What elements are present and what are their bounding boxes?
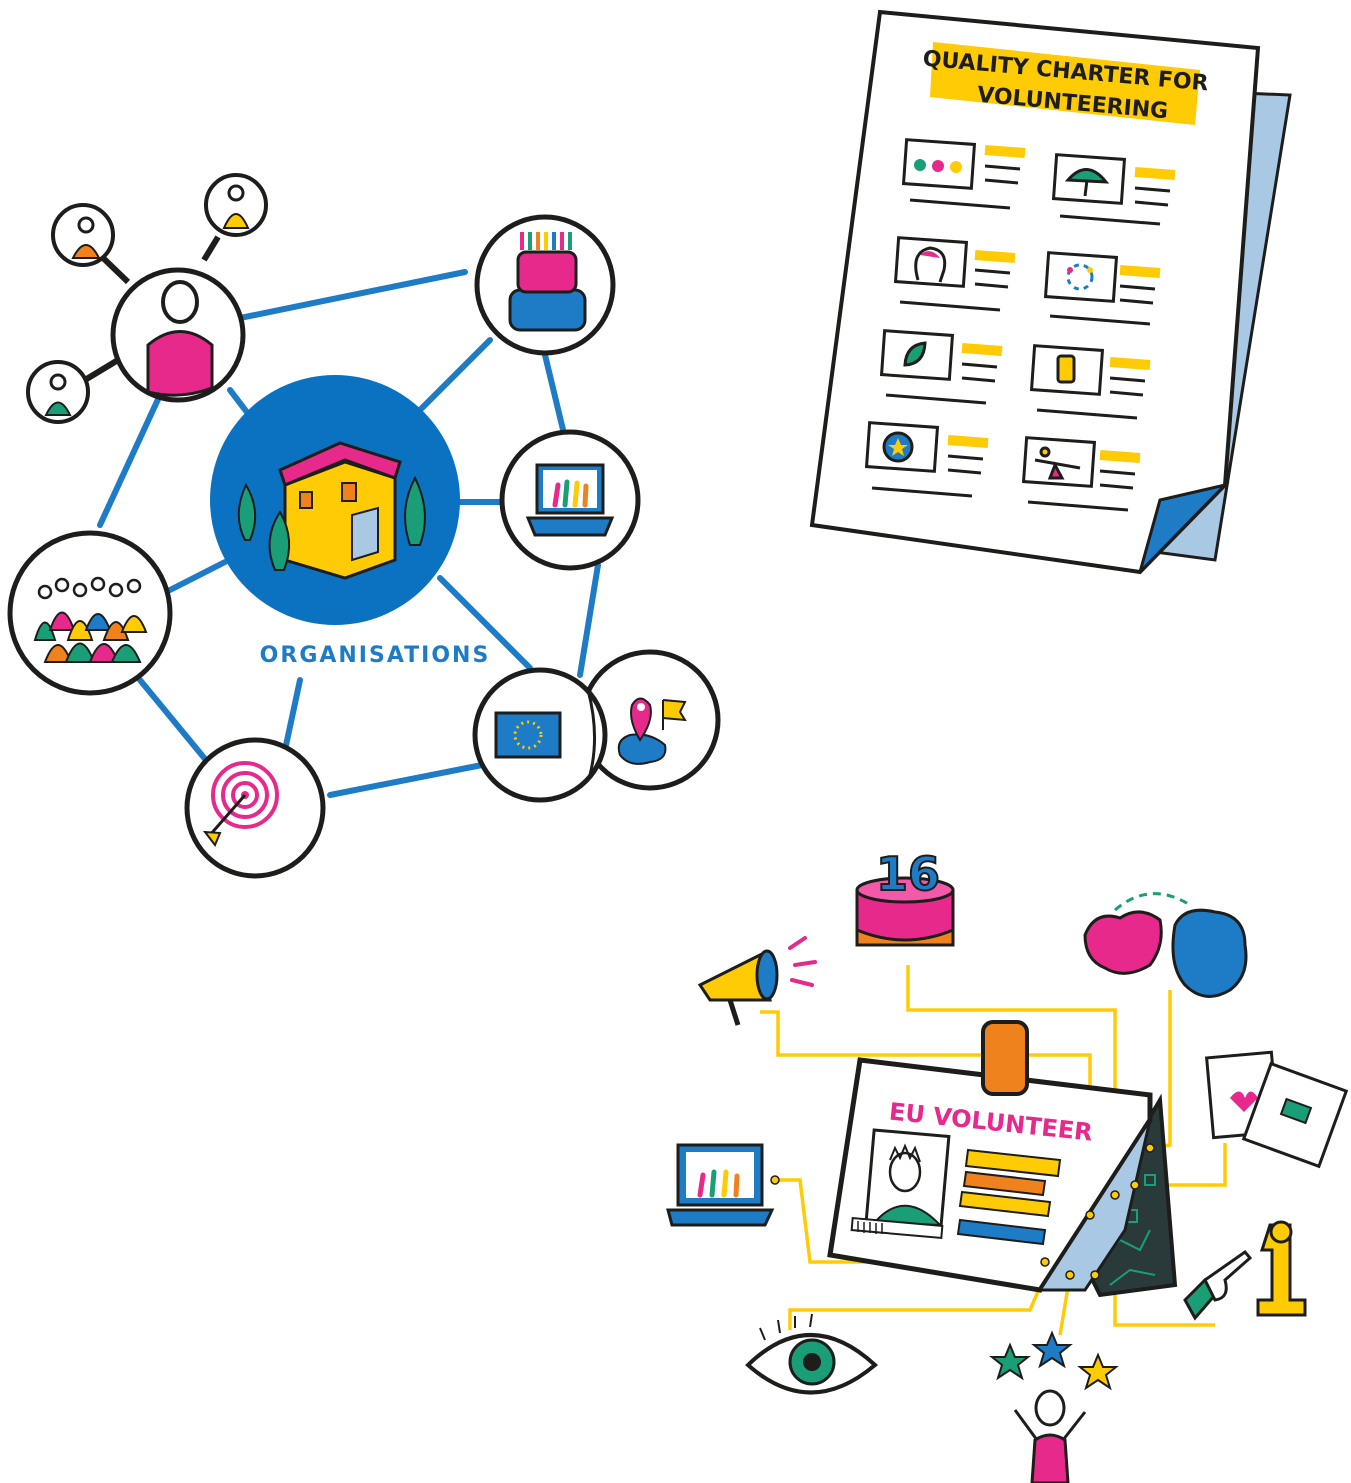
page-curl (1138, 482, 1230, 574)
happy-person-icon (1013, 1389, 1087, 1483)
regions-map-icon (1083, 892, 1248, 998)
organisations-label: ORGANISATIONS (260, 643, 491, 668)
cake-number: 16 (876, 847, 940, 901)
small-person-orange (51, 203, 131, 285)
cake-node (474, 214, 616, 356)
organisations-network: ORGANISATIONS (7, 173, 721, 879)
connector-dots (770, 1143, 1155, 1280)
small-person-green (26, 357, 120, 424)
eu-map-nodes (472, 649, 721, 803)
pointing-hand-icon (1183, 1249, 1253, 1321)
charter-title-highlight (930, 42, 1200, 125)
eu-flag-icon (494, 711, 562, 759)
barcode (850, 1217, 944, 1239)
laptop-node (499, 429, 641, 571)
megaphone-icon (697, 936, 817, 1026)
charter-item-cycle (1043, 251, 1161, 326)
person-node (110, 267, 246, 403)
barcode-lines (857, 1221, 883, 1234)
card-peel (1037, 1119, 1152, 1292)
charter-item-umbrella (1051, 153, 1176, 226)
documents-icon (1205, 1050, 1349, 1169)
volunteer-card-illustration: EU VOLUNTEER (666, 846, 1349, 1483)
laptop-icon (666, 1143, 775, 1227)
location-pin-icon (630, 697, 652, 742)
birthday-cake-icon: 16 (855, 846, 955, 947)
crowd-node (7, 530, 173, 696)
tree-icons (237, 475, 426, 571)
charter-items (864, 138, 1176, 512)
small-person-yellow (201, 173, 268, 262)
charter-item-star (864, 421, 989, 498)
charter-item-head (893, 236, 1016, 312)
target-node (184, 737, 326, 879)
charter-item-phone (1029, 344, 1151, 420)
eye-icon (745, 1313, 879, 1395)
map-region-icon (617, 733, 667, 765)
volunteer-photo (864, 1128, 951, 1230)
info-icon (1256, 1220, 1307, 1317)
charter-item-balance (1021, 436, 1141, 512)
card-info-bars (956, 1148, 1062, 1246)
quality-charter: QUALITY CHARTER FOR VOLUNTEERING (809, 9, 1292, 575)
charter-item-people (901, 138, 1026, 210)
flag-icon (662, 699, 687, 730)
charter-item-leaf (879, 329, 1003, 405)
card-clip (981, 1020, 1029, 1096)
organisations-hub (210, 375, 460, 625)
rating-stars-icon (989, 1330, 1119, 1391)
network-connections (97, 269, 601, 798)
